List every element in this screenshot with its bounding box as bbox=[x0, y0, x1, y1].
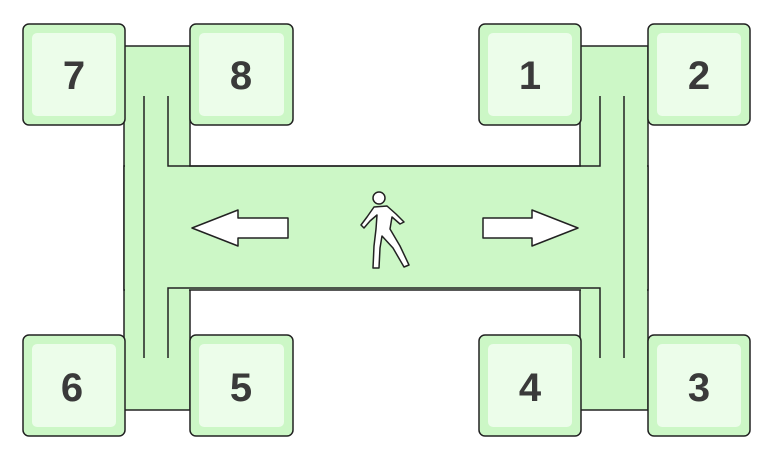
room-label: 3 bbox=[688, 366, 710, 410]
room-4: 4 bbox=[478, 334, 582, 437]
room-label: 5 bbox=[230, 366, 252, 410]
room-label: 2 bbox=[688, 54, 710, 98]
arrow-left-icon bbox=[191, 209, 289, 247]
room-label: 7 bbox=[63, 54, 85, 98]
corridor-walls bbox=[143, 96, 625, 358]
room-2: 2 bbox=[647, 23, 751, 126]
room-8: 8 bbox=[189, 23, 294, 126]
arrow-right-icon bbox=[482, 209, 579, 247]
room-label: 4 bbox=[519, 366, 542, 410]
room-7: 7 bbox=[22, 23, 126, 126]
room-3: 3 bbox=[647, 334, 751, 437]
room-6: 6 bbox=[22, 334, 126, 437]
room-1: 1 bbox=[478, 23, 582, 126]
room-label: 6 bbox=[61, 366, 83, 410]
room-label: 8 bbox=[230, 54, 252, 98]
pedestrian-icon bbox=[360, 191, 410, 269]
room-5: 5 bbox=[189, 334, 294, 437]
rooms: 7 8 1 2 6 5 bbox=[22, 23, 751, 437]
room-label: 1 bbox=[519, 54, 541, 98]
